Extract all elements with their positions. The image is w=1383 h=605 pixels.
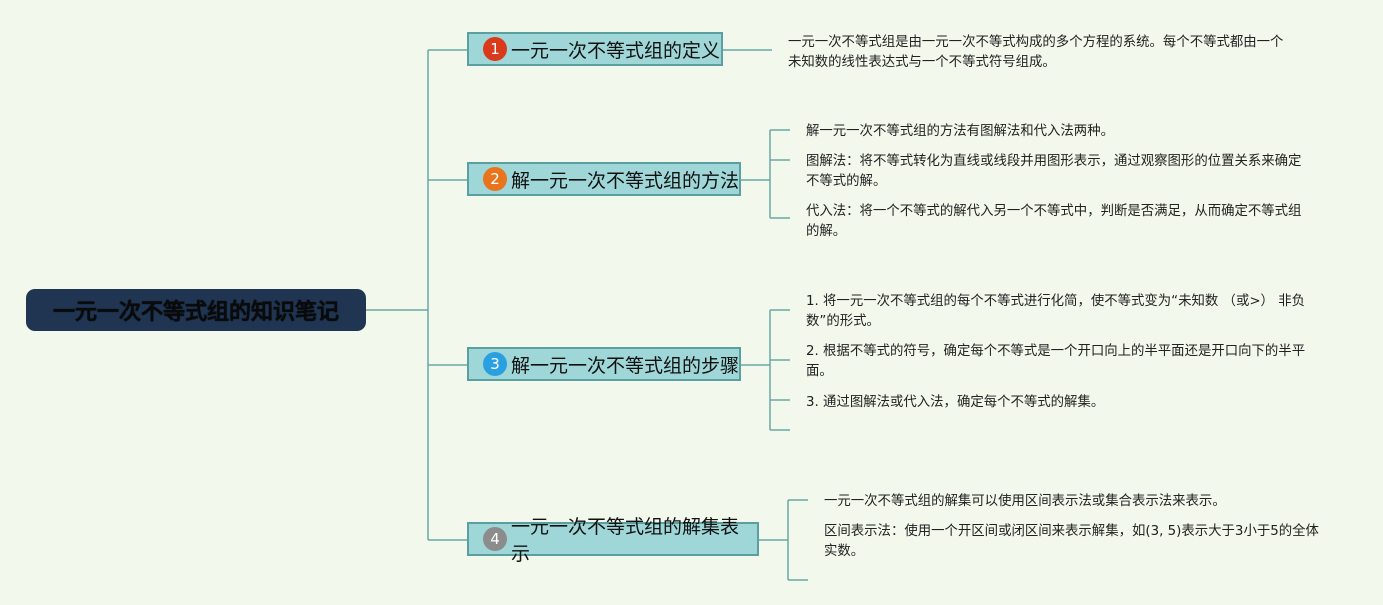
branch-2-title: 解一元一次不等式组的方法 [511,169,740,192]
number-1-badge-icon: 1 [483,37,507,61]
root-title: 一元一次不等式组的知识笔记 [52,300,339,325]
number-4-badge-icon: 4 [483,527,507,551]
number-3-badge-icon: 3 [483,352,507,376]
branch-1-title: 一元一次不等式组的定义 [511,39,721,62]
branch-4-title: 一元一次不等式组的解集表示 [511,516,740,565]
branch-2-topic[interactable]: 2 解一元一次不等式组的方法 [467,162,741,196]
branch-3-note-1: 1. 将一元一次不等式组的每个不等式进行化简，使不等式变为“未知数 （或>） 非… [806,294,1305,329]
root-node[interactable]: 一元一次不等式组的知识笔记 [26,289,366,331]
branch-3-note-2: 2. 根据不等式的符号，确定每个不等式是一个开口向上的半平面还是开口向下的半平面… [806,344,1306,379]
branch-2-note-1: 解一元一次不等式组的方法有图解法和代入法两种。 [806,124,1114,139]
branch-2-note-2: 图解法：将不等式转化为直线或线段并用图形表示，通过观察图形的位置关系来确定不等式… [806,154,1302,189]
branch-4-note-1: 一元一次不等式组的解集可以使用区间表示法或集合表示法来表示。 [824,494,1226,509]
branch-4-topic[interactable]: 4 一元一次不等式组的解集表示 [467,516,759,565]
branch-4-note-2: 区间表示法：使用一个开区间或闭区间来表示解集，如(3, 5)表示大于3小于5的全… [824,524,1319,559]
branch-1-topic[interactable]: 1 一元一次不等式组的定义 [467,32,723,66]
branch-2-note-3: 代入法：将一个不等式的解代入另一个不等式中，判断是否满足，从而确定不等式组的解。 [806,204,1302,239]
branch-1-note-1: 一元一次不等式组是由一元一次不等式构成的多个方程的系统。每个不等式都由一个未知数… [788,35,1284,70]
branch-3-topic[interactable]: 3 解一元一次不等式组的步骤 [467,347,741,381]
branch-3-title: 解一元一次不等式组的步骤 [511,354,740,377]
branch-3-note-3: 3. 通过图解法或代入法，确定每个不等式的解集。 [806,395,1105,410]
number-2-badge-icon: 2 [483,167,507,191]
